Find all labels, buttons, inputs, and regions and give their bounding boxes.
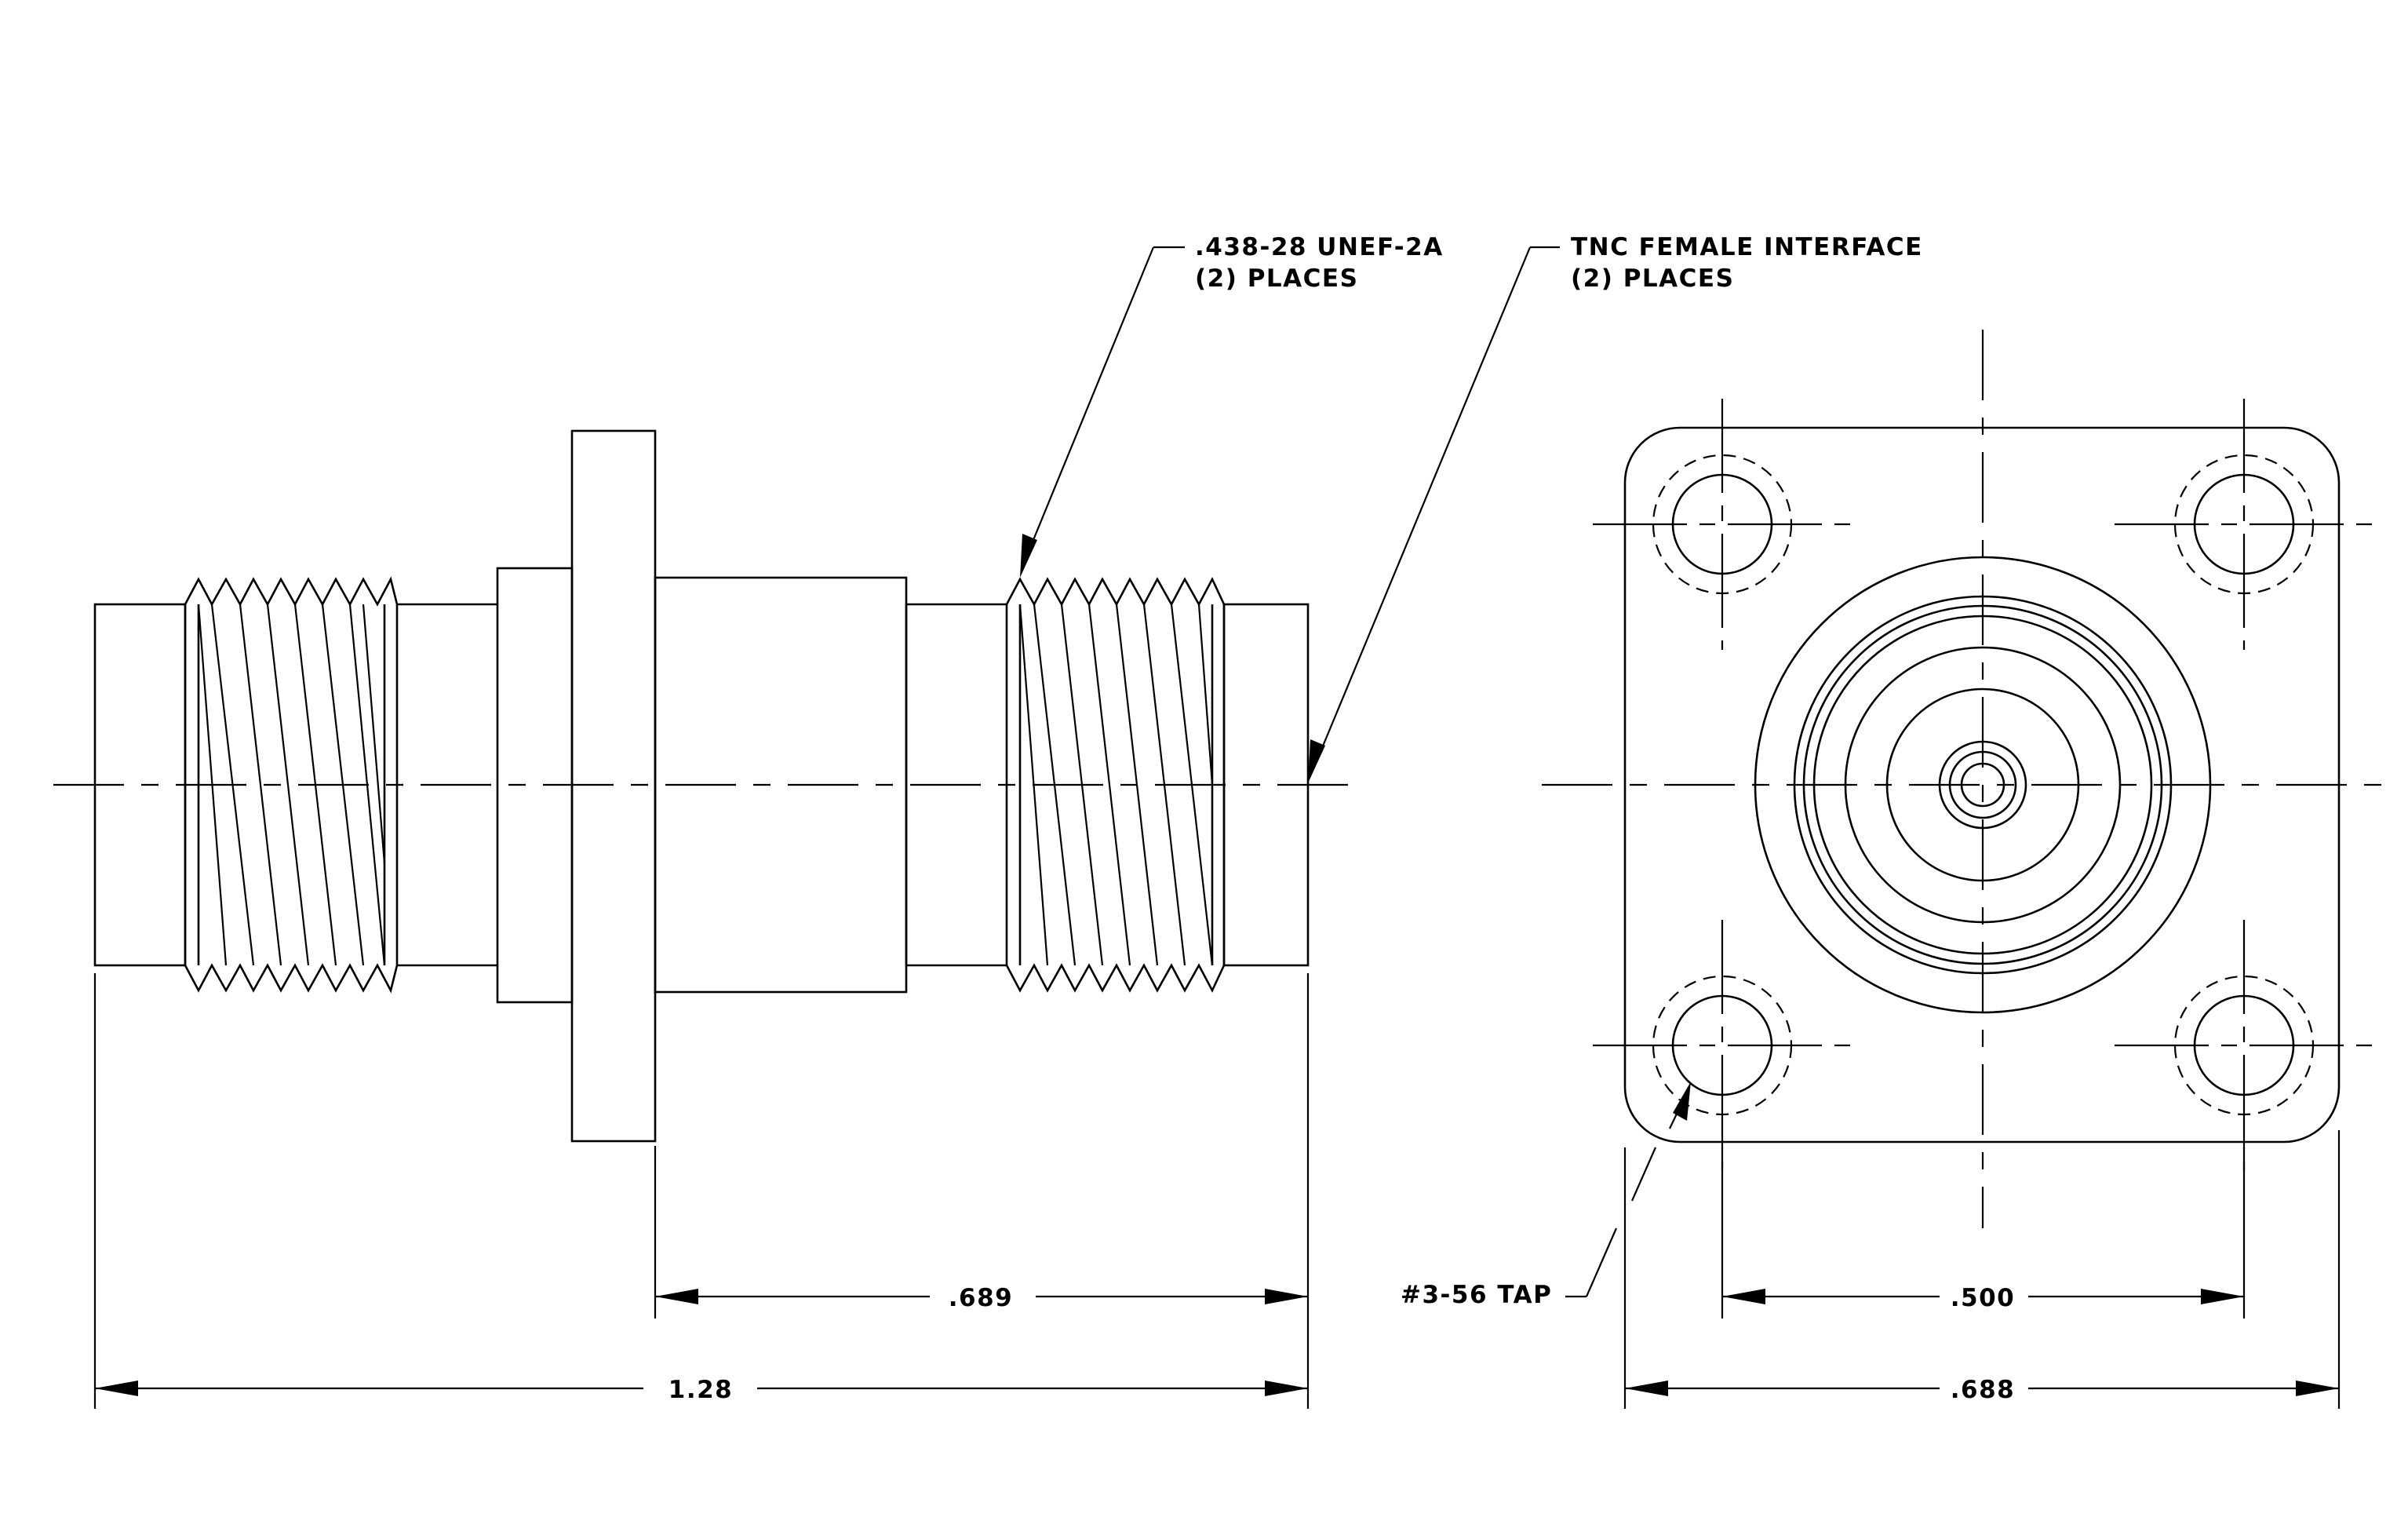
tap-callout: #3-56 TAP (1401, 1081, 1691, 1309)
dim-128-label: 1.28 (668, 1376, 734, 1404)
center-contact-inner (1960, 762, 2005, 808)
thread-callout-line2: (2) PLACES (1195, 264, 1358, 293)
mounting-hole-bottom-right (2115, 920, 2373, 1171)
thread-callout: .438-28 UNEF-2A (2) PLACES (1020, 233, 1444, 578)
center-contact-outer (1938, 740, 2027, 830)
interface-ring-4 (1812, 615, 2153, 955)
mounting-hole-top-right (2115, 399, 2373, 650)
interface-ring-2 (1793, 595, 2173, 975)
interface-callout: TNC FEMALE INTERFACE (2) PLACES (1308, 233, 1923, 783)
dim-flange-to-end: .689 (654, 973, 1310, 1409)
flange (570, 429, 657, 1143)
interface-callout-line1: TNC FEMALE INTERFACE (1571, 233, 1923, 261)
left-thread (184, 576, 399, 994)
mounting-hole-top-left (1593, 399, 1852, 650)
dim-flange-width: .688 (1623, 1130, 2341, 1409)
front-view: #3-56 TAP .500 .688 (1401, 330, 2389, 1409)
dim-500-label: .500 (1951, 1284, 2016, 1312)
dim-688-label: .688 (1951, 1376, 2016, 1404)
dim-hole-spacing: .500 (1721, 1147, 2246, 1319)
tap-callout-label: #3-56 TAP (1401, 1281, 1552, 1309)
interface-ring-6 (1885, 688, 2080, 882)
interface-ring-outer (1754, 556, 2212, 1014)
interface-callout-line2: (2) PLACES (1571, 264, 1734, 293)
interface-ring-3 (1802, 604, 2163, 965)
right-end-stub (1222, 603, 1310, 967)
dim-689-label: .689 (949, 1284, 1014, 1312)
mounting-hole-bottom-left (1593, 920, 1852, 1171)
center-contact-mid (1948, 750, 2017, 819)
thread-callout-line1: .438-28 UNEF-2A (1195, 233, 1444, 261)
square-flange (1623, 426, 2341, 1143)
side-view: .689 1.28 .438-28 UNEF-2A (2) PLACES TNC… (53, 233, 1923, 1409)
interface-ring-5 (1844, 646, 2122, 924)
dim-overall-length: 1.28 (93, 973, 1308, 1409)
